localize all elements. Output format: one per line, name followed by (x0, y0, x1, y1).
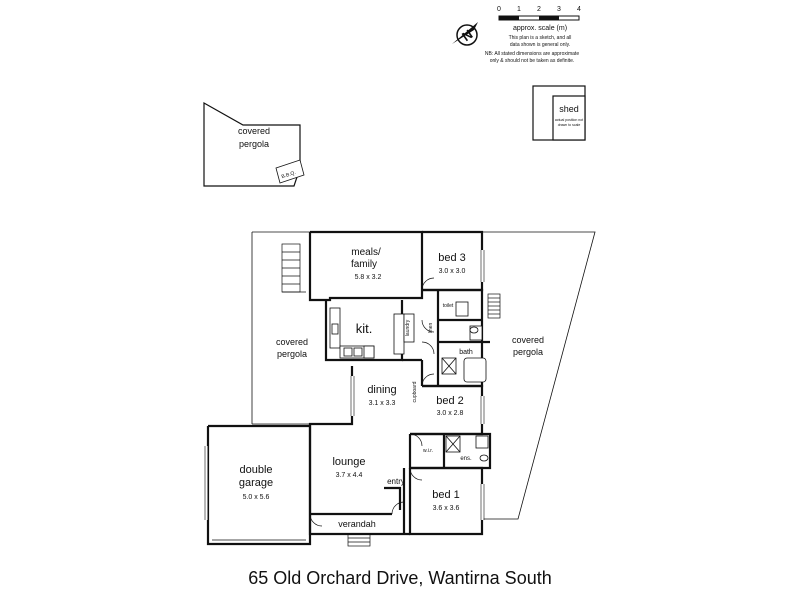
bed2-label: bed 2 (436, 395, 464, 407)
pergola-left-label-2: pergola (277, 349, 307, 359)
pergola-right-label-2: pergola (513, 347, 543, 357)
disclaimer-line-1: NB: All stated dimensions are approximat… (485, 51, 579, 57)
scale-caption: approx. scale (m) (513, 25, 567, 32)
north-compass-icon: N (452, 22, 478, 46)
front-steps (347, 533, 371, 547)
right-deck-steps (487, 293, 501, 319)
kitchen-fixtures (329, 307, 415, 359)
bathroom-fixtures (441, 301, 489, 462)
verandah-label: verandah (338, 519, 376, 529)
dining-dims: 3.1 x 3.3 (369, 400, 396, 407)
door-swings (309, 277, 435, 527)
bed3-dims: 3.0 x 3.0 (439, 268, 466, 275)
double-garage-label-1: double (239, 464, 272, 476)
cupboard-label: cupboard (412, 381, 418, 402)
scale-note-line-2: data shown is general only. (510, 42, 570, 48)
wir-label: w.i.r. (423, 448, 433, 454)
meals-family-label-2: family (351, 259, 377, 270)
ensuite-label: ens. (460, 456, 472, 462)
lounge-dims: 3.7 x 4.4 (336, 472, 363, 479)
pergola-top-outbuilding: covered pergola B.B.Q. (203, 101, 305, 187)
double-garage-label-2: garage (239, 477, 273, 489)
pergola-left-label-1: covered (276, 337, 308, 347)
bath-label: bath (459, 349, 473, 356)
disclaimer-line-2: only & should not be taken as definite. (490, 58, 575, 64)
pergola-top-label-2: pergola (239, 139, 269, 149)
shed-note-2: drawn to scale (558, 123, 581, 127)
left-deck-steps (281, 243, 306, 293)
scale-legend: 0 1 2 3 4 approx. scale (m) This plan is… (485, 6, 581, 64)
garage-door (208, 539, 310, 545)
lounge-label: lounge (332, 456, 365, 468)
pergola-right-label-1: covered (512, 335, 544, 345)
scale-tick-0: 0 (497, 6, 501, 13)
bbq-label: B.B.Q. (281, 170, 297, 180)
linen-label: linen (428, 323, 434, 334)
entry-label: entry (387, 477, 405, 486)
bed1-label: bed 1 (432, 489, 460, 501)
scale-tick-4: 4 (577, 6, 581, 13)
kitchen-label: kit. (356, 321, 373, 336)
bed1-dims: 3.6 x 3.6 (433, 505, 460, 512)
meals-family-dims: 5.8 x 3.2 (355, 274, 382, 281)
scale-tick-1: 1 (517, 6, 521, 13)
double-garage-dims: 5.0 x 5.6 (243, 494, 270, 501)
bed2-dims: 3.0 x 2.8 (437, 410, 464, 417)
shed-note-1: actual position not (555, 118, 583, 122)
windows (204, 250, 485, 520)
property-address: 65 Old Orchard Drive, Wantirna South (248, 568, 552, 588)
meals-family-label-1: meals/ (351, 247, 381, 258)
shed-outbuilding: shed actual position not drawn to scale (532, 85, 586, 141)
pergola-top-label-1: covered (238, 126, 270, 136)
scale-tick-2: 2 (537, 6, 541, 13)
toilet-label: toilet (443, 303, 454, 309)
laundry-label: laundry (405, 319, 411, 336)
bed3-label: bed 3 (438, 252, 466, 264)
pergola-outlines (251, 231, 596, 520)
scale-tick-3: 3 (557, 6, 561, 13)
dining-label: dining (367, 384, 396, 396)
scale-note-line-1: This plan is a sketch, and all (509, 35, 572, 41)
shed-label: shed (559, 104, 579, 114)
